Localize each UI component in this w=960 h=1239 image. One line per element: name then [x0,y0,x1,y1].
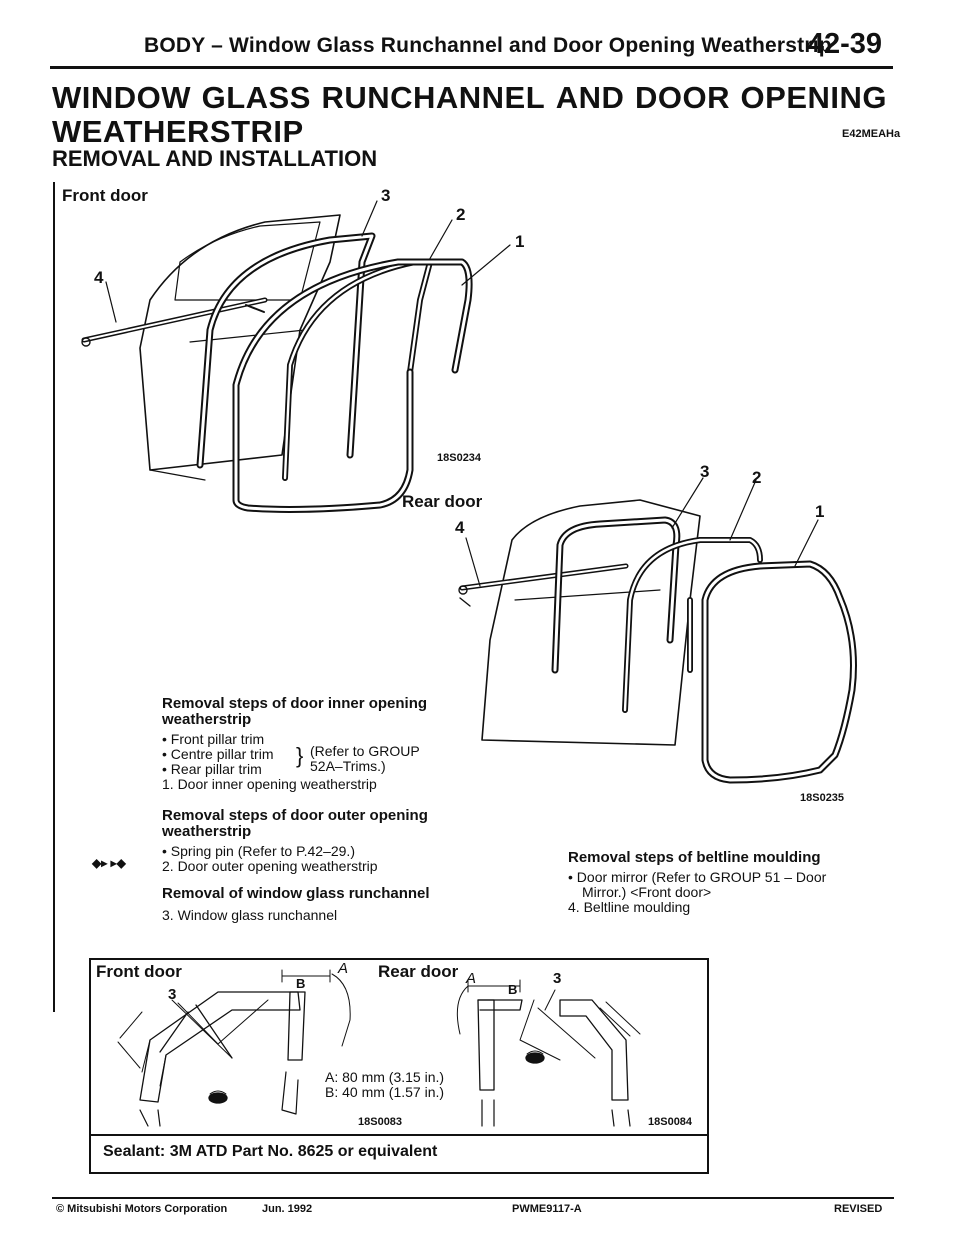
steps-runchannel-heading: Removal of window glass runchannel [162,885,430,902]
detail-letter-a-1: A [338,960,349,977]
footer-rule [52,1197,894,1199]
detail-code-left: 18S0083 [358,1116,403,1128]
bullet-door-mirror-1: • Door mirror (Refer to GROUP 51 – Door [568,869,827,885]
detail-letter-b-2: B [508,982,518,997]
steps-beltline-heading: Removal steps of beltline moulding [568,849,821,866]
detail-letter-a-2: A [466,970,477,987]
page-number: 42-39 [807,28,882,60]
sealant-note: Sealant: 3M ATD Part No. 8625 or equival… [89,1134,709,1174]
bullet-centre-pillar: • Centre pillar trim [162,746,274,762]
section-title-line2: WEATHERSTRIP [52,114,304,149]
subsection-title: REMOVAL AND INSTALLATION [52,146,378,171]
dimension-notes: A: 80 mm (3.15 in.) B: 40 mm (1.57 in.) [325,1070,444,1100]
brace: } [296,743,304,768]
footer-code: PWME9117-A [512,1203,582,1215]
steps-inner-heading-1: Removal steps of door inner opening [162,695,428,712]
rear-figure-code: 18S0235 [800,792,845,804]
service-marks: ◆▸ ▸◆ [92,856,126,870]
footer-date: Jun. 1992 [262,1203,313,1215]
detail-code-right: 18S0084 [648,1116,693,1128]
step-2: 2. Door outer opening weatherstrip [162,858,378,874]
detail-box [89,958,709,1136]
detail-callout-3-right: 3 [553,970,562,987]
front-figure-code: 18S0234 [437,452,482,464]
header-title: BODY – Window Glass Runchannel and Door … [144,34,832,57]
front-door-label: Front door [62,186,148,205]
bullet-spring-pin: • Spring pin (Refer to P.42–29.) [162,843,355,859]
section-title-line1: WINDOW GLASS RUNCHANNEL AND DOOR OPENING [52,80,887,115]
header-rule [50,66,893,69]
rear-callout-3: 3 [700,462,710,481]
detail-callout-3-left: 3 [168,986,177,1003]
bullet-door-mirror-2: Mirror.) <Front door> [582,884,712,900]
bullet-rear-pillar: • Rear pillar trim [162,761,262,777]
steps-runchannel-block: Removal of window glass runchannel 3. Wi… [162,886,430,923]
detail-letter-b-1: B [296,976,306,991]
margin-rule [53,182,55,1012]
footer-copyright: © Mitsubishi Motors Corporation [56,1203,228,1215]
section-code: E42MEAHa [842,128,901,140]
steps-outer-heading-2: weatherstrip [162,823,252,840]
page-header: BODY – Window Glass Runchannel and Door … [92,28,892,64]
rear-callout-1: 1 [815,502,825,521]
detail-rear-label: Rear door [378,962,459,981]
steps-inner-block: Removal steps of door inner opening weat… [162,696,427,792]
detail-front-label: Front door [96,962,182,981]
step-1: 1. Door inner opening weatherstrip [162,776,377,792]
rear-door-label: Rear door [402,492,483,511]
rear-callout-2: 2 [752,468,762,487]
step-3: 3. Window glass runchannel [162,907,338,923]
steps-outer-block: Removal steps of door outer opening weat… [162,808,428,874]
bullet-front-pillar: • Front pillar trim [162,731,265,747]
dimension-a: A: 80 mm (3.15 in.) [325,1069,445,1085]
dimension-b: B: 40 mm (1.57 in.) [325,1084,445,1100]
front-callout-1: 1 [515,232,525,251]
steps-inner-heading-2: weatherstrip [162,711,252,728]
steps-outer-heading-1: Removal steps of door outer opening [162,807,428,824]
step-4: 4. Beltline moulding [568,899,691,915]
rear-callout-4: 4 [455,518,465,537]
footer-status: REVISED [834,1203,883,1215]
front-callout-2: 2 [456,205,466,224]
refer-group-52a: (Refer to GROUP 52A–Trims.) [310,743,420,774]
front-callout-3: 3 [381,186,391,205]
steps-beltline-block: Removal steps of beltline moulding • Doo… [568,850,826,915]
front-callout-4: 4 [94,268,104,287]
